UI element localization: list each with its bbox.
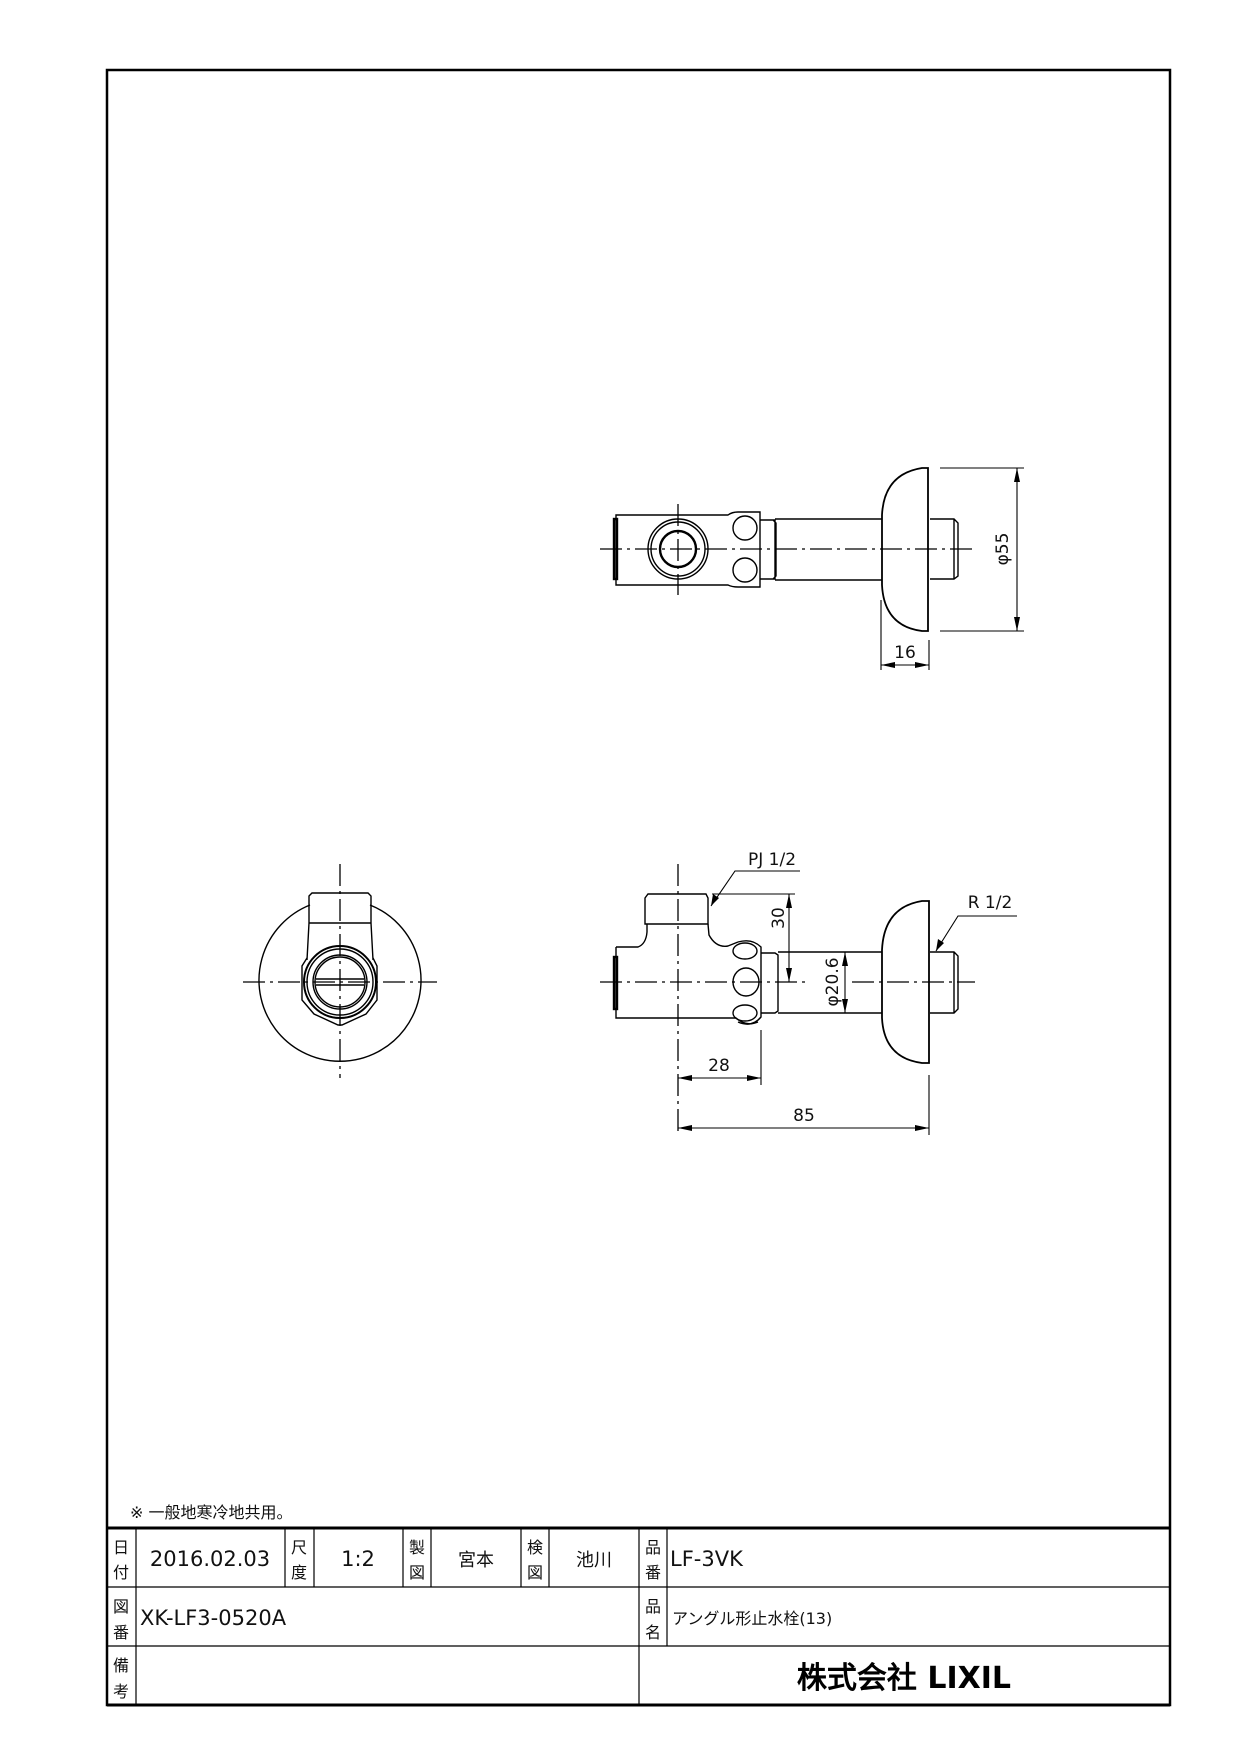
side-view xyxy=(243,864,437,1078)
part-name-value: アングル形止水栓(13) xyxy=(672,1609,832,1628)
knurl-oval xyxy=(732,1004,758,1022)
title-block: 日 付 2016.02.03 尺 度 1:2 製 図 宮本 検 図 池川 品 番… xyxy=(107,1526,1170,1707)
spindle-ring xyxy=(314,956,366,1008)
pipe xyxy=(778,951,882,1014)
note-text: ※ 一般地寒冷地共用。 xyxy=(130,1503,293,1522)
knurl-oval xyxy=(732,942,758,960)
label-outlet-thread: R 1/2 xyxy=(968,893,1013,913)
dim-pipe-diameter: φ20.6 xyxy=(823,957,843,1006)
dim-arrowheads xyxy=(881,662,929,668)
leader-outlet-thread xyxy=(935,915,1017,952)
top-view: φ55 16 xyxy=(600,467,1024,670)
inlet-nipple xyxy=(306,892,374,961)
pipe xyxy=(775,518,882,581)
part-name-label: 品 xyxy=(645,1597,661,1616)
company-logo: 株式会社 LIXIL xyxy=(797,1661,1011,1696)
nut-outer-ring xyxy=(303,945,377,1019)
checked-label: 検 xyxy=(527,1538,543,1557)
knurl-ring xyxy=(737,940,762,1025)
drawing-frame xyxy=(105,68,1172,1707)
escutcheon-flange xyxy=(881,900,930,1064)
leader-arrowhead xyxy=(936,939,944,951)
knurl-oval xyxy=(732,967,760,997)
dim-body-offset: 28 xyxy=(708,1056,730,1076)
drawn-label: 図 xyxy=(409,1563,425,1582)
port-mid-ring xyxy=(650,521,706,577)
hex-nut xyxy=(301,957,378,1026)
threaded-end xyxy=(930,951,959,1014)
scale-label: 尺 xyxy=(291,1538,307,1557)
inlet-nipple xyxy=(644,893,709,925)
port-outer-ring xyxy=(647,518,709,580)
label-inlet-thread: PJ 1/2 xyxy=(748,850,796,870)
drawing-no-label: 番 xyxy=(113,1623,129,1642)
date-label: 日 xyxy=(113,1538,129,1557)
dim-arrowheads xyxy=(842,952,848,1013)
part-no-value: LF-3VK xyxy=(670,1547,744,1571)
drawn-label: 製 xyxy=(409,1538,425,1557)
nut-inner-ring xyxy=(312,954,368,1010)
dim-overall-length: 85 xyxy=(793,1106,815,1126)
part-name-label: 名 xyxy=(645,1623,661,1642)
escutcheon-flange xyxy=(881,467,929,632)
nut-ring xyxy=(306,948,374,1016)
remarks-label: 備 xyxy=(113,1656,129,1675)
dim-flange-thickness: 16 xyxy=(894,643,916,663)
leader-arrowhead xyxy=(711,894,719,906)
port-inner-ring xyxy=(658,529,698,569)
threaded-end xyxy=(930,518,959,580)
drawn-by: 宮本 xyxy=(458,1550,494,1571)
drawing-no-label: 図 xyxy=(113,1597,129,1616)
escutcheon-outline xyxy=(258,904,422,1062)
date-value: 2016.02.03 xyxy=(150,1547,270,1571)
valve-body xyxy=(615,923,759,1025)
date-label: 付 xyxy=(113,1563,129,1582)
checked-label: 図 xyxy=(527,1563,543,1582)
dim-flange-diameter: φ55 xyxy=(993,533,1013,566)
remarks-label: 考 xyxy=(113,1682,129,1701)
drawing-no-value: XK-LF3-0520A xyxy=(140,1606,287,1630)
valve-body xyxy=(615,511,761,588)
knurl-oval xyxy=(732,557,758,583)
part-no-label: 番 xyxy=(645,1563,661,1582)
knurl-oval xyxy=(732,515,758,541)
screwdriver-slot xyxy=(316,978,364,986)
scale-label: 度 xyxy=(291,1563,307,1582)
front-view: 30 φ20.6 28 85 PJ 1/2 R 1/2 xyxy=(600,850,1017,1135)
checked-by: 池川 xyxy=(576,1550,612,1571)
thread-collar xyxy=(761,952,779,1014)
thread-collar xyxy=(760,519,777,580)
scale-value: 1:2 xyxy=(341,1547,375,1571)
part-no-label: 品 xyxy=(645,1538,661,1557)
leader-inlet-thread xyxy=(710,870,800,907)
dim-inlet-height: 30 xyxy=(769,907,789,929)
